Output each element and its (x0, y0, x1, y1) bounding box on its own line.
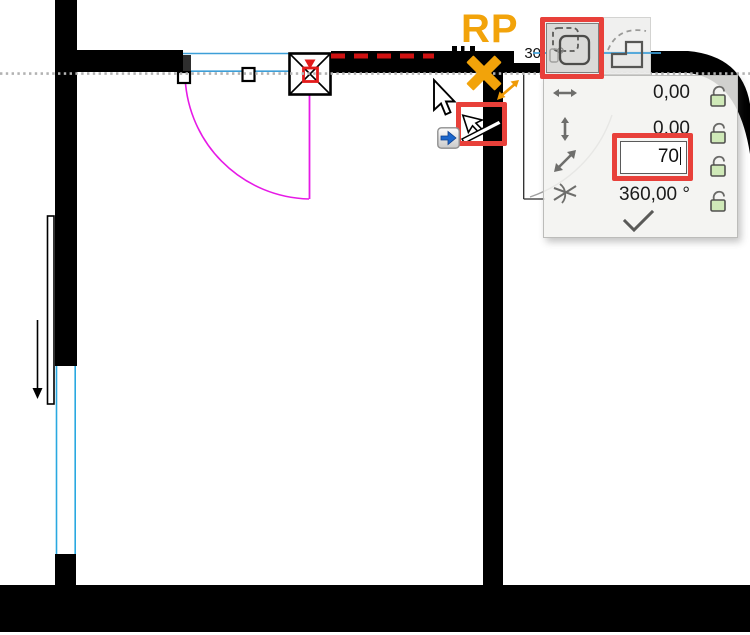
unlock-icon[interactable] (707, 82, 728, 109)
angle-number: 360,00 (618, 184, 678, 205)
highlight-box-offset-cursor (456, 102, 507, 146)
tracker-x-value[interactable]: 0,00 (653, 82, 690, 103)
offset-all-edges-icon (549, 27, 591, 66)
hotspot-square[interactable] (176, 70, 192, 85)
highlight-box-geometry-method (540, 17, 604, 79)
reference-point-label: RP (461, 7, 519, 51)
blue-arrow-badge-icon (437, 127, 460, 149)
unlock-icon[interactable] (707, 152, 728, 179)
unlock-icon[interactable] (707, 187, 728, 214)
door-symbol (183, 52, 311, 200)
stretch-direction-icon (497, 80, 519, 100)
tracker-distance-input[interactable]: 70 (620, 141, 687, 174)
window-orientation-arrow (32, 320, 43, 399)
tracker-palette: 0,00 0,00 70 (543, 75, 738, 238)
dimension-text: 30 (514, 44, 541, 63)
horizontal-arrow-icon (553, 89, 577, 97)
clipped-dimension-marks (452, 46, 475, 51)
offset-edge-icon (607, 29, 647, 69)
degree-unit: ° (682, 184, 690, 205)
tracker-angle-value[interactable]: 360,00 ° (584, 184, 690, 206)
door-swing-arc (184, 72, 310, 200)
geometry-method-offset-all-edges[interactable] (546, 23, 599, 73)
vertical-arrow-icon (561, 117, 569, 141)
text-caret (680, 147, 681, 165)
leader-line (523, 73, 545, 200)
highlight-box-distance-input (612, 133, 693, 181)
checkmark-icon[interactable] (619, 209, 655, 233)
door-jamb (183, 55, 191, 72)
hotspot-square[interactable] (241, 66, 256, 83)
window-symbol (46, 215, 76, 554)
mouse-cursor (433, 78, 457, 116)
angle-icon (553, 183, 577, 204)
unlock-icon[interactable] (707, 119, 728, 146)
geometry-method-offset-edge[interactable] (604, 23, 650, 73)
diagonal-arrow-icon (554, 150, 576, 172)
distance-value: 70 (657, 146, 679, 167)
